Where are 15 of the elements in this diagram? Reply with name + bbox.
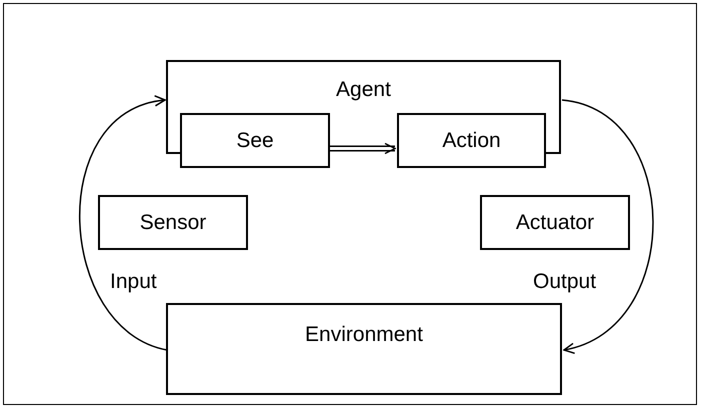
node-label: See <box>236 128 274 152</box>
arrow <box>79 96 168 351</box>
edge-label: Output <box>533 270 596 294</box>
node-label: Agent <box>336 78 391 102</box>
process-box <box>397 113 546 168</box>
node-label: Actuator <box>516 210 594 234</box>
arrow <box>562 99 654 352</box>
process-box <box>480 195 630 250</box>
process-box <box>166 303 562 395</box>
node-label: Action <box>442 128 501 152</box>
process-box <box>180 113 330 168</box>
arrow <box>330 142 396 154</box>
node-label: Environment <box>305 323 423 347</box>
node-label: Sensor <box>140 210 206 234</box>
process-box <box>98 195 248 250</box>
